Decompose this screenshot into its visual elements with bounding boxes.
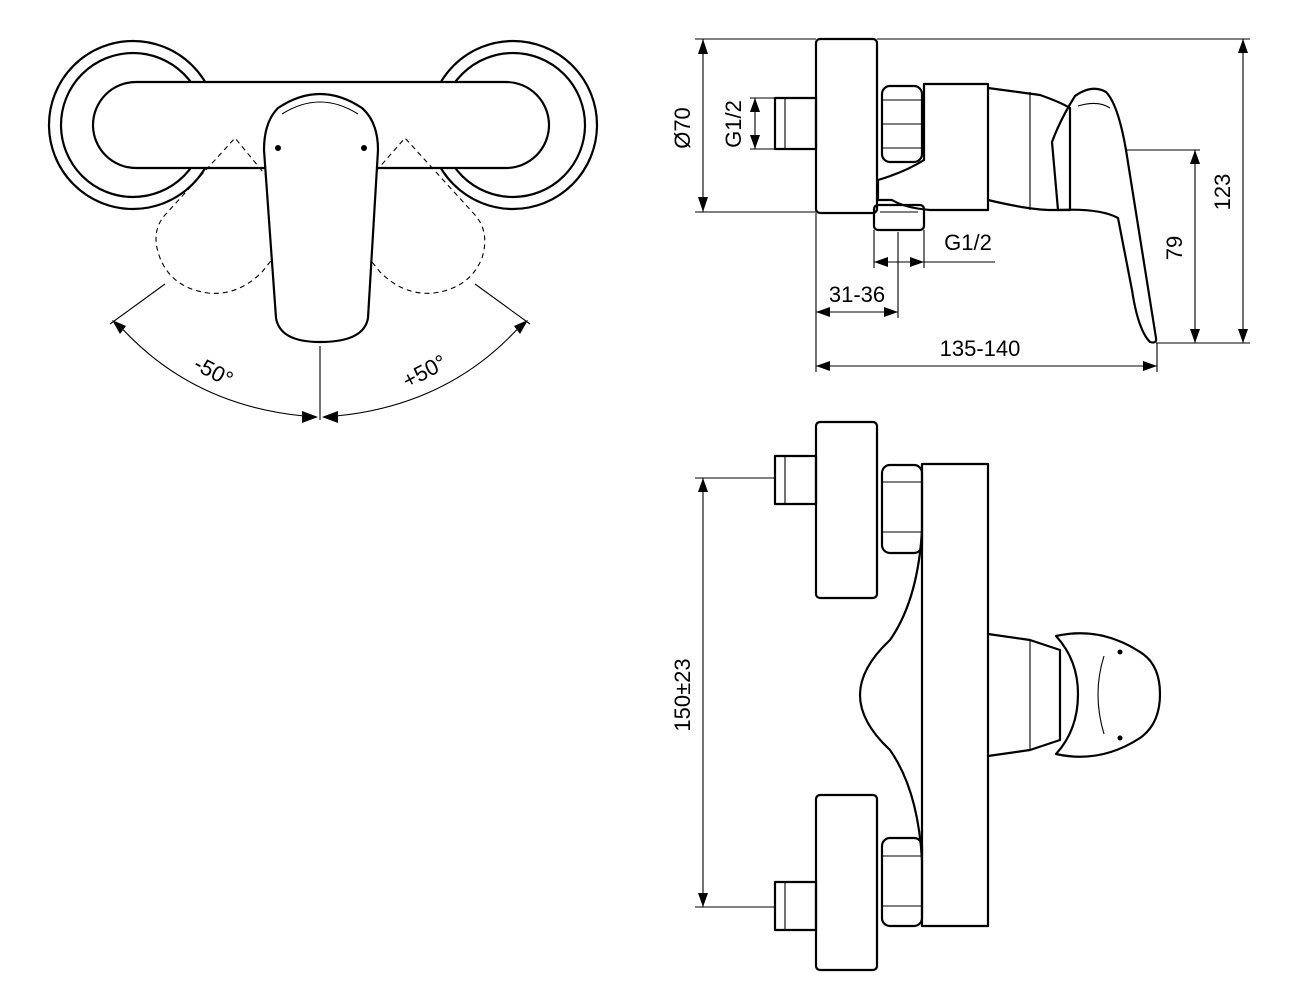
dim-center-distance: 150±23 (670, 658, 695, 731)
arrowhead (322, 411, 338, 423)
arrowhead (698, 39, 708, 54)
top-view: -50° +50° (47, 39, 599, 423)
arrowhead (910, 257, 924, 267)
lever-edge (1097, 655, 1105, 735)
arrowhead (1238, 329, 1248, 343)
upper-inlet-pipe (773, 454, 818, 506)
handle-rotated-left (155, 137, 279, 294)
handle-top-edge (281, 101, 359, 115)
arrowhead (750, 98, 760, 112)
lever-front (1054, 632, 1162, 758)
lower-escutcheon (814, 793, 879, 972)
cartridge-housing-front (986, 632, 1062, 758)
arrowhead (302, 411, 318, 423)
arrowhead (698, 893, 708, 907)
dim-depth: 135-140 (940, 336, 1021, 361)
dim-height-total: 123 (1210, 174, 1235, 211)
dim-diameter: Ø70 (670, 107, 695, 149)
arrowhead (884, 307, 898, 317)
outlet-connector (872, 203, 926, 232)
lever-rivet (1117, 735, 1123, 741)
arrowhead (816, 307, 830, 317)
handle-rivet-right (361, 145, 367, 151)
arrowhead (1143, 361, 1157, 371)
arrowhead (1238, 39, 1248, 53)
lower-inlet-pipe (773, 880, 818, 932)
dim-eccentric: 31-36 (829, 282, 885, 307)
angle-arc-right (335, 323, 523, 417)
dim-thread-inlet: G1/2 (721, 100, 746, 148)
side-escutcheon (814, 37, 879, 215)
mixer-body-side (876, 82, 990, 212)
arrowhead (750, 135, 760, 149)
side-view: Ø70 G1/2 G1/2 31-36 135-140 79 123 (670, 37, 1250, 372)
lever-edge (1077, 102, 1111, 109)
angle-arc-left (117, 323, 305, 417)
arrowhead (698, 478, 708, 492)
connection-curve (858, 528, 924, 862)
upper-escutcheon (814, 420, 879, 600)
cartridge-housing (986, 86, 1072, 212)
upper-hex-nut (880, 463, 924, 555)
lever-side (1050, 87, 1158, 344)
inlet-pipe (773, 96, 818, 151)
arrowhead (698, 197, 708, 212)
lever-rivet (1117, 649, 1123, 655)
dim-height-lever: 79 (1162, 236, 1187, 260)
lower-hex-nut (880, 836, 924, 928)
handle-rivet-left (275, 145, 281, 151)
arrowhead (874, 257, 888, 267)
arrowhead (514, 320, 528, 334)
mixer-body-front (920, 462, 990, 928)
angle-label-right: +50° (398, 350, 450, 394)
arrowhead (1190, 150, 1200, 164)
arrowhead (816, 361, 830, 371)
dim-thread-outlet: G1/2 (944, 230, 992, 255)
angle-line-right (474, 283, 531, 325)
handle-top (262, 92, 380, 344)
angle-line-left (109, 283, 166, 325)
arrowhead (1190, 329, 1200, 343)
handle-rotated-right (363, 137, 486, 294)
arrowhead (112, 320, 126, 334)
front-view: 150±23 (670, 420, 1162, 972)
